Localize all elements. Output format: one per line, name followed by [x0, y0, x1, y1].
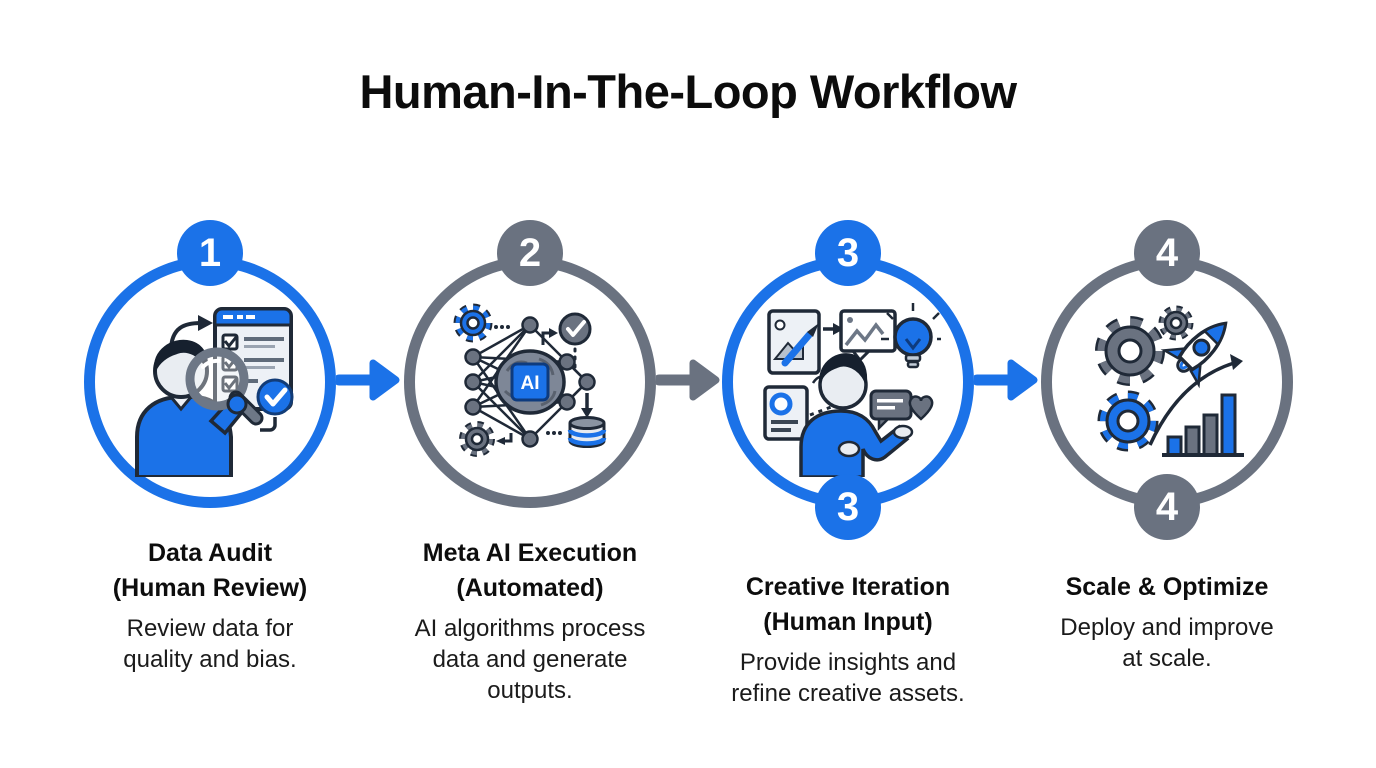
scale-optimize-icon [1095, 305, 1244, 457]
step-2-number-badge: 2 [497, 220, 563, 286]
step-4-description: Deploy and improve at scale. [1060, 614, 1274, 672]
workflow-step-1: 1 Data Audit (Human Review) Review data … [40, 0, 380, 768]
bar-chart-icon [1166, 393, 1237, 457]
step-2-description: AI algorithms process data and generate … [414, 615, 646, 704]
step-4-number-badge-bottom: 4 [1134, 474, 1200, 540]
step-4-title: Scale & Optimize [1065, 573, 1269, 601]
step-1-title: Data Audit (Human Review) [112, 539, 308, 602]
step-3-title: Creative Iteration (Human Input) [745, 573, 951, 636]
step-4-number-badge: 4 [1134, 220, 1200, 286]
rocket-icon [1160, 321, 1228, 389]
step-3-description: Provide insights and refine creative ass… [731, 649, 965, 707]
step-3-number-badge: 3 [815, 220, 881, 286]
page-title: Human-In-The-Loop Workflow [359, 65, 1017, 118]
gear-gray [459, 421, 495, 457]
step-3-number-badge-bottom: 3 [815, 474, 881, 540]
workflow-step-2: AI [360, 0, 700, 768]
lightbulb-icon [881, 303, 941, 369]
workflow-step-4: 4 4 Scale & Optimize Deploy and improve … [997, 0, 1337, 768]
flow-arrow-3-4 [974, 359, 1038, 401]
data-audit-review-icon [135, 307, 294, 477]
creative-iteration-icon [763, 303, 941, 477]
flow-arrow-2-3 [656, 359, 720, 401]
heart-icon [908, 395, 934, 421]
gear-small-gray [1158, 305, 1194, 341]
chat-bubble-icon [869, 389, 913, 432]
step-1-number-badge: 1 [177, 220, 243, 286]
svg-text:AI: AI [521, 373, 540, 394]
gear-blue [1097, 390, 1159, 452]
gear-large-gray [1095, 316, 1165, 386]
database-icon [567, 416, 607, 448]
gear-blue [453, 303, 493, 343]
step-2-title: Meta AI Execution (Automated) [422, 539, 638, 602]
flow-arrow-1-2 [336, 359, 400, 401]
step-1-description: Review data for quality and bias. [123, 615, 297, 673]
ai-neural-network-icon: AI [453, 303, 607, 457]
workflow-step-3: 3 3 Creative Iteration (Human Input) Pro… [678, 0, 1018, 768]
